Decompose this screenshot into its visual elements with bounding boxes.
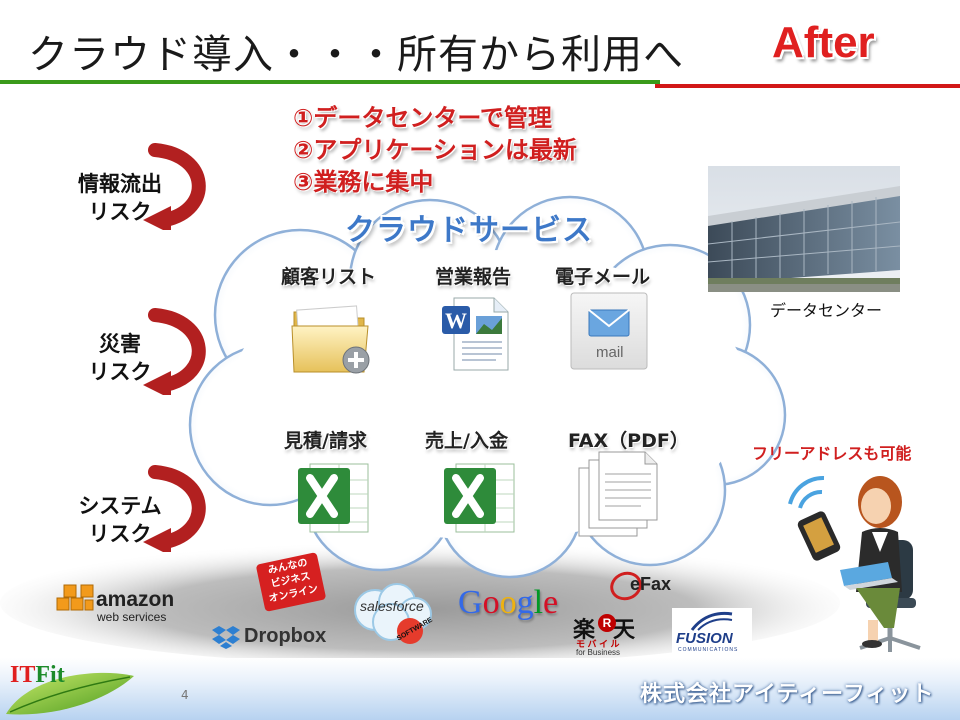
fusion-logo-subtext: COMMUNICATIONS	[678, 647, 739, 653]
itfit-logo-it: IT	[10, 662, 36, 688]
risk-info-leak: 情報流出 リスク	[55, 170, 185, 226]
google-letter-g2: g	[516, 584, 534, 621]
datacenter-label: データセンター	[770, 301, 883, 320]
service-label-sales-payment: 売上/入金	[425, 430, 508, 452]
risk-arrow-3	[143, 465, 206, 552]
efax-logo-text: eFax	[630, 574, 672, 594]
salesforce-nosoftware-badge: SOFTWARE	[396, 617, 434, 644]
footer-band	[0, 658, 960, 720]
dropbox-icon	[212, 626, 240, 649]
rakuten-subtext: for Business	[576, 648, 621, 657]
rakuten-r-badge: R	[598, 614, 616, 632]
google-letter-e: e	[543, 584, 559, 621]
slide-title: クラウド導入・・・所有から利用へ	[28, 32, 684, 78]
fusion-swoosh-icon	[690, 611, 733, 631]
fusion-logo-text: FUSION	[676, 630, 733, 647]
risk-info-leak-line1: 情報流出	[78, 172, 162, 196]
free-address-note: フリーアドレスも可能	[752, 444, 912, 463]
dropbox-logo-text: Dropbox	[244, 625, 327, 647]
salesforce-logo-text: salesforce	[360, 598, 424, 614]
amazon-logo-subtext: web services	[97, 610, 167, 624]
folder-icon[interactable]	[290, 298, 380, 378]
risk-system-line1: システム	[78, 494, 162, 518]
excel-icon[interactable]	[440, 458, 520, 538]
itfit-leaf-icon	[6, 672, 134, 715]
title-underline-green	[0, 80, 660, 84]
google-letter-o1: o	[482, 584, 500, 621]
service-label-customer-list: 顧客リスト	[281, 266, 377, 288]
title-underline-red	[655, 84, 960, 88]
risk-system: システム リスク	[55, 492, 185, 548]
risk-disaster: 災害 リスク	[55, 330, 185, 386]
word-document-icon[interactable]: W	[440, 294, 515, 374]
amazon-cubes-icon	[56, 584, 94, 611]
google-letter-o2: o	[499, 584, 517, 621]
excel-icon[interactable]	[294, 458, 374, 538]
point-2: ②アプリケーションは最新	[293, 136, 577, 164]
risk-arrow-1	[143, 143, 206, 230]
service-label-sales-report: 営業報告	[435, 266, 512, 288]
point-3: ③業務に集中	[293, 168, 434, 196]
after-badge: After	[772, 18, 875, 67]
itfit-logo-fit: Fit	[35, 662, 65, 688]
service-label-quote-invoice: 見積/請求	[284, 430, 367, 452]
mail-icon-text: mail	[596, 344, 624, 361]
company-name: 株式会社アイティーフィット	[640, 682, 935, 707]
itfit-logo: ITFit	[10, 662, 65, 689]
google-letter-g: G	[458, 584, 483, 621]
datacenter-photo	[708, 166, 900, 292]
google-logo: Google	[458, 584, 558, 622]
mail-icon[interactable]: mail	[570, 292, 648, 370]
risk-info-leak-line2: リスク	[88, 200, 152, 224]
service-label-email: 電子メール	[555, 266, 651, 288]
point-1: ①データセンターで管理	[293, 104, 552, 132]
service-label-fax-pdf: FAX（PDF）	[568, 430, 689, 452]
woman-with-phone-illustration	[788, 475, 921, 652]
documents-icon[interactable]	[575, 450, 660, 540]
cloud-title: クラウドサービス	[345, 213, 593, 248]
rakuten-mobile-text: モ バ イ ル	[576, 639, 620, 649]
risk-disaster-line1: 災害	[99, 332, 141, 356]
svg-text:W: W	[445, 308, 467, 333]
page-number: 4	[181, 688, 189, 702]
risk-disaster-line2: リスク	[88, 360, 152, 384]
fusion-logo: FUSION COMMUNICATIONS	[672, 608, 752, 656]
amazon-logo-text: amazon	[96, 588, 175, 611]
risk-arrow-2	[143, 308, 206, 395]
risk-system-line2: リスク	[88, 522, 152, 546]
google-letter-l: l	[533, 584, 544, 621]
